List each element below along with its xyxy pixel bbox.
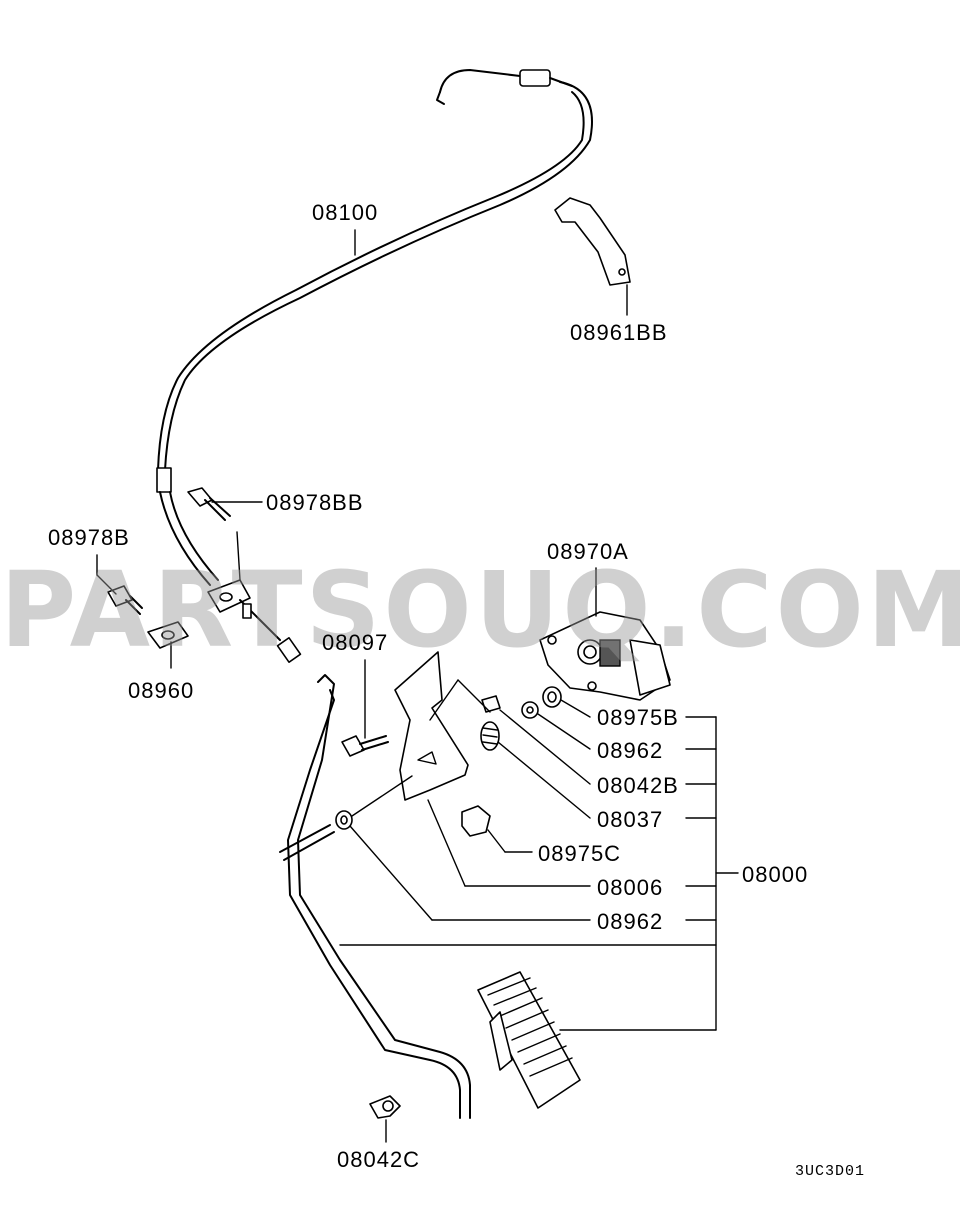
label-08000[interactable]: 08000 [742,862,809,887]
label-08100[interactable]: 08100 [312,200,379,225]
pedal-arm [279,674,471,1119]
accelerator-cable [156,69,593,664]
label-08042b[interactable]: 08042B [597,773,679,798]
label-08962-upper[interactable]: 08962 [597,738,664,763]
bolt-08097 [341,735,389,757]
leader-lines [96,229,739,1143]
pedal-pad [477,971,581,1109]
pedal-bracket-08006 [394,651,469,801]
plate-08960 [147,621,189,649]
bushing-08975c [461,805,491,837]
stop-08042c [369,1095,401,1119]
bracket-08961bb [554,197,631,286]
label-08975b[interactable]: 08975B [597,705,679,730]
washer-08975b [542,686,562,708]
label-08975c[interactable]: 08975C [538,841,622,866]
label-08006[interactable]: 08006 [597,875,664,900]
label-08961bb[interactable]: 08961BB [570,320,668,345]
label-08042c[interactable]: 08042C [337,1147,421,1172]
washer-08962-lower [335,810,353,830]
label-08978bb[interactable]: 08978BB [266,490,364,515]
diagram-code: 3UC3D01 [795,1163,866,1180]
clip-08042b [481,695,501,713]
label-08037[interactable]: 08037 [597,807,664,832]
label-08962-lower[interactable]: 08962 [597,909,664,934]
label-08978b[interactable]: 08978B [48,525,130,550]
label-08097[interactable]: 08097 [322,630,389,655]
bolt-08978bb [187,487,231,521]
label-08960[interactable]: 08960 [128,678,195,703]
label-08970a[interactable]: 08970A [547,539,629,564]
nut-08962-upper [521,701,539,719]
bolt-08978b [107,585,143,615]
spring-08037 [480,721,500,751]
sensor-08970a [539,611,671,701]
